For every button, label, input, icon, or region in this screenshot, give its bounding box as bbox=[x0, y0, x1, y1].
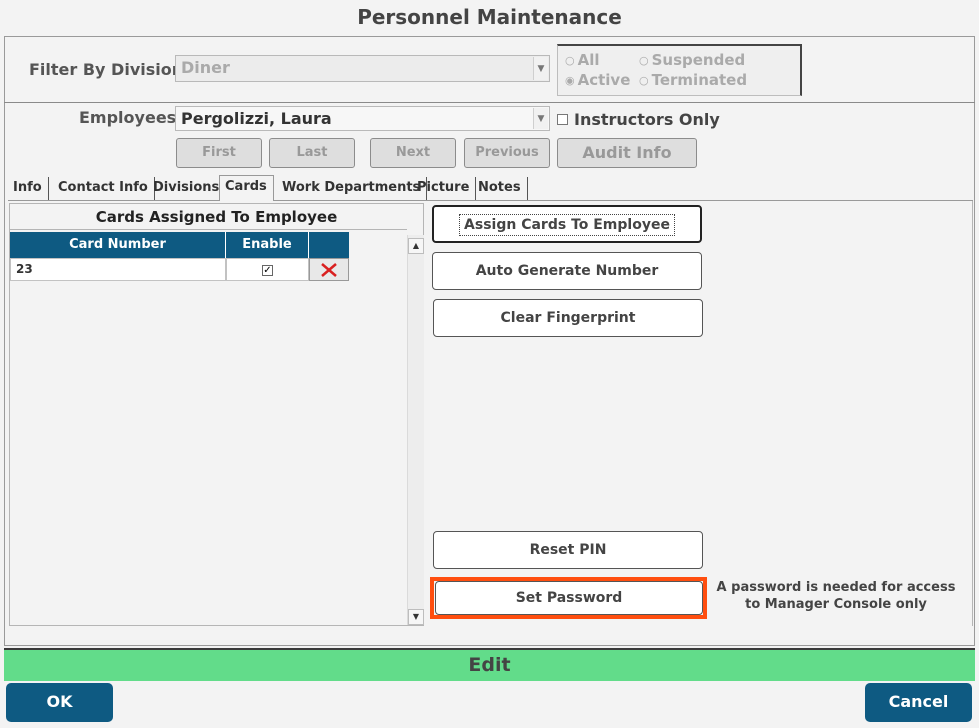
radio-button-icon: ○ bbox=[639, 54, 649, 67]
instructors-only-label: Instructors Only bbox=[574, 110, 720, 129]
radio-terminated-label: Terminated bbox=[651, 71, 748, 89]
divider bbox=[9, 229, 407, 230]
chevron-down-icon: ▼ bbox=[533, 108, 548, 129]
mode-bar: Edit bbox=[4, 648, 975, 681]
division-select[interactable]: Diner ▼ bbox=[175, 55, 550, 82]
password-note-line1: A password is needed for access bbox=[716, 580, 956, 595]
radio-active[interactable]: ◉Active bbox=[565, 71, 630, 89]
tab-picture[interactable]: Picture bbox=[412, 177, 477, 200]
page-title: Personnel Maintenance bbox=[357, 5, 622, 29]
next-button[interactable]: Next bbox=[370, 138, 456, 168]
chevron-down-icon: ▼ bbox=[533, 57, 548, 80]
radio-button-icon: ○ bbox=[639, 74, 649, 87]
tab-divider bbox=[8, 200, 973, 201]
cards-scrollbar[interactable] bbox=[407, 235, 424, 625]
tab-info[interactable]: Info bbox=[8, 177, 49, 200]
employees-label: Employees bbox=[79, 108, 177, 127]
column-header-card-number: Card Number bbox=[10, 232, 226, 258]
employee-select[interactable]: Pergolizzi, Laura ▼ bbox=[175, 106, 550, 131]
radio-terminated[interactable]: ○Terminated bbox=[639, 71, 747, 89]
radio-suspended[interactable]: ○Suspended bbox=[639, 51, 745, 69]
set-password-highlight bbox=[430, 577, 707, 619]
division-select-value: Diner bbox=[181, 58, 230, 77]
radio-selected-icon: ◉ bbox=[565, 74, 575, 87]
scroll-up-icon[interactable]: ▲ bbox=[408, 238, 424, 254]
employee-select-value: Pergolizzi, Laura bbox=[181, 109, 332, 128]
auto-generate-number-button[interactable]: Auto Generate Number bbox=[432, 252, 702, 290]
tab-notes[interactable]: Notes bbox=[473, 177, 528, 200]
checkbox-checked-icon: ✓ bbox=[262, 265, 273, 276]
radio-active-label: Active bbox=[577, 71, 631, 89]
radio-button-icon: ○ bbox=[565, 54, 575, 67]
column-header-enable: Enable bbox=[226, 232, 309, 258]
assign-cards-label: Assign Cards To Employee bbox=[459, 214, 675, 236]
reset-pin-button[interactable]: Reset PIN bbox=[433, 531, 703, 569]
ok-button[interactable]: OK bbox=[6, 683, 113, 722]
tab-contact-info[interactable]: Contact Info bbox=[53, 177, 155, 200]
scroll-down-icon[interactable]: ▼ bbox=[408, 609, 424, 625]
column-header-delete bbox=[309, 232, 349, 258]
instructors-only-checkbox[interactable]: Instructors Only bbox=[557, 110, 720, 129]
delete-card-button[interactable] bbox=[309, 258, 349, 281]
audit-info-button[interactable]: Audit Info bbox=[557, 138, 697, 168]
last-button[interactable]: Last bbox=[269, 138, 355, 168]
first-button[interactable]: First bbox=[176, 138, 262, 168]
actions-panel bbox=[426, 201, 973, 626]
delete-x-icon bbox=[321, 263, 337, 277]
divider bbox=[4, 102, 975, 103]
radio-all[interactable]: ○All bbox=[565, 51, 600, 69]
radio-all-label: All bbox=[577, 51, 600, 69]
clear-fingerprint-button[interactable]: Clear Fingerprint bbox=[433, 299, 703, 337]
cancel-button[interactable]: Cancel bbox=[865, 683, 972, 722]
cards-panel-title: Cards Assigned To Employee bbox=[95, 208, 338, 226]
password-note-line2: to Manager Console only bbox=[745, 597, 927, 612]
set-password-button[interactable]: Set Password bbox=[435, 581, 703, 615]
tab-work-departments[interactable]: Work Departments bbox=[277, 177, 428, 200]
password-note: A password is needed for access to Manag… bbox=[716, 579, 956, 613]
tab-cards[interactable]: Cards bbox=[219, 175, 274, 201]
filter-division-label: Filter By Division bbox=[29, 60, 184, 79]
enable-cell[interactable]: ✓ bbox=[226, 258, 309, 281]
checkbox-icon bbox=[557, 114, 568, 125]
assign-cards-button[interactable]: Assign Cards To Employee bbox=[432, 205, 702, 243]
card-number-cell[interactable]: 23 bbox=[10, 258, 226, 281]
previous-button[interactable]: Previous bbox=[464, 138, 550, 168]
tab-divisions[interactable]: Divisions bbox=[148, 177, 227, 200]
radio-suspended-label: Suspended bbox=[651, 51, 746, 69]
status-filter-group bbox=[557, 44, 802, 96]
